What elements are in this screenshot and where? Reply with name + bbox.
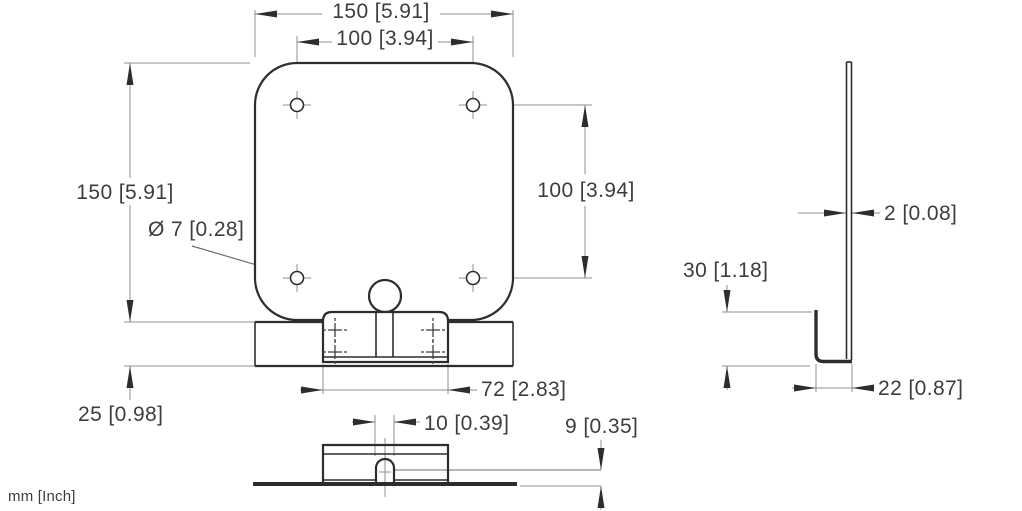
slot-dome xyxy=(374,457,396,482)
dim-hole-diameter-label: Ø 7 [0.28] xyxy=(148,218,244,241)
dim-standoff-height-label: 9 [0.35] xyxy=(565,415,638,438)
dim-foot-height-label: 25 [0.98] xyxy=(78,403,163,426)
dim-bracket-width-label: 72 [2.83] xyxy=(481,378,566,401)
dim-foot-depth-label: 22 [0.87] xyxy=(878,377,963,400)
bottom-view-profile xyxy=(253,443,517,486)
bottom-view: 10 [0.39] 9 [0.35] xyxy=(253,412,638,510)
bracket-outline xyxy=(321,310,450,364)
mounting-hole-top-left xyxy=(289,97,305,113)
mounting-hole-bottom-right xyxy=(465,270,481,286)
bracket-front xyxy=(321,310,450,364)
side-view-extension-lines xyxy=(722,212,880,392)
center-mark xyxy=(421,318,445,342)
units-note: mm [Inch] xyxy=(8,488,76,505)
dim-plate-width-label: 150 [5.91] xyxy=(332,0,429,23)
dim-plate-thickness-label: 2 [0.08] xyxy=(884,202,957,225)
center-mark xyxy=(323,340,347,364)
dim-slot-width-label: 10 [0.39] xyxy=(424,412,509,435)
side-view-arrowheads xyxy=(723,209,874,392)
dim-plate-height-label: 150 [5.91] xyxy=(76,181,173,204)
mounting-hole-top-right xyxy=(465,97,481,113)
dim-bracket-height-label: 30 [1.18] xyxy=(683,259,768,282)
side-view-profile xyxy=(814,61,853,364)
side-view: 2 [0.08] 30 [1.18] 22 [0.87] xyxy=(683,61,963,400)
bottom-view-arrowheads xyxy=(353,418,605,508)
front-view: 150 [5.91] 100 [3.94] 150 [5.91] 100 [3.… xyxy=(76,0,634,426)
dim-hole-spacing-horizontal-label: 100 [3.94] xyxy=(336,27,433,50)
dim-hole-spacing-vertical-label: 100 [3.94] xyxy=(537,179,634,202)
bent-foot-profile xyxy=(814,310,852,364)
mounting-hole-bottom-left xyxy=(289,270,305,286)
foot-strip xyxy=(254,320,514,368)
center-mark xyxy=(421,340,445,364)
mounting-holes xyxy=(283,91,487,292)
front-view-arrowheads xyxy=(126,10,589,394)
center-mark xyxy=(323,318,347,342)
